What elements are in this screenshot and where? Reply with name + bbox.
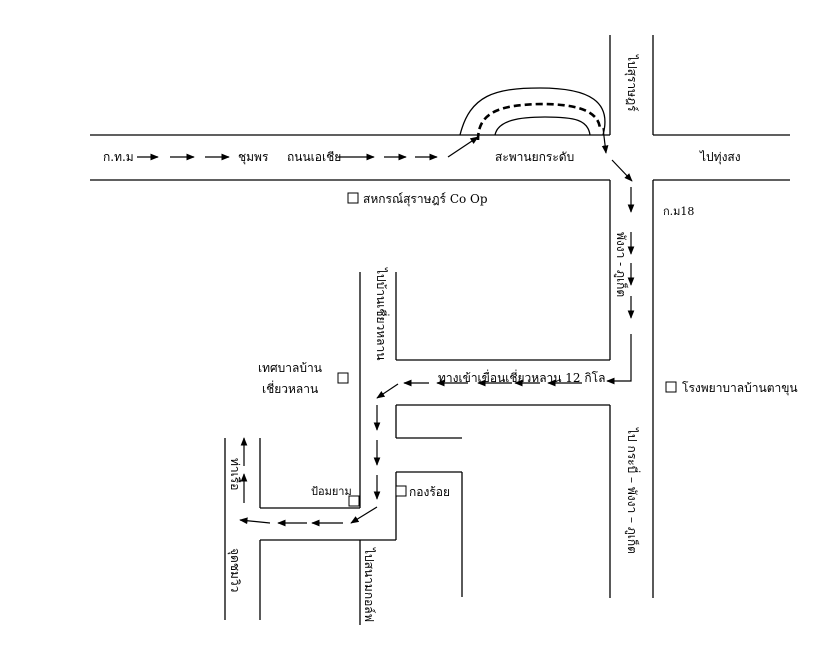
label-hospital: โรงพยาบาลบ้านตาขุน [682,381,798,396]
square-marker-icon [337,372,349,384]
square-marker-icon [395,485,407,497]
label-to-surat: ไปสุราษฎร์ [624,54,639,112]
label-to-krabi-phangnga-phuket: ไป กระบี่ – พังงา – ภูเก็ต [624,427,641,554]
label-co-op: สหกรณ์สุราษฎร์ Co Op [363,192,488,207]
label-asia-highway: ถนนเอเชีย [287,150,341,164]
arrow-icon [447,136,479,158]
label-to-thung-song: ไปทุ่งสง [699,150,741,165]
label-pier: ท่าเรือ [228,458,242,490]
square-marker-icon [348,495,360,507]
label-krabi-bridge: สะพานยกระดับ [495,150,574,164]
label-to-golf-course: ไปสนามกอล์ฟ [362,547,376,622]
label-km18: ก.ม18 [663,205,694,218]
label-chumphon: ชุมพร [238,150,269,165]
square-marker-icon [665,381,677,393]
overpass [459,87,606,141]
route-arrows [137,127,635,527]
label-kong-roi: กองร้อย [409,485,450,499]
label-phang-nga-phuket: พังงา - ภูเก็ต [613,232,629,297]
landmark-markers [337,192,677,507]
overpass-route-dashed [476,102,602,141]
label-police-box: ป้อมยาม [311,485,352,498]
label-bangkok: ก.ท.ม [103,150,134,164]
label-viewpoint: จุดชมวิว [227,548,242,592]
arrow-icon [350,506,378,524]
label-dam-entrance: ทางเข้าเขื่อนเชี่ยวหลาน 12 กิโล [438,369,605,385]
overpass-inner-curve [494,116,591,136]
arrow-icon [376,383,399,399]
overpass-outer-curve [459,87,606,136]
rotated-labels: ไปสุราษฎร์ พังงา - ภูเก็ต ไปบ้านเชี่ยวหล… [227,54,641,622]
arrow-icon [606,334,632,385]
arrow-icon [611,159,633,182]
road-network [90,35,790,625]
map-labels: ก.ท.ม ชุมพร ถนนเอเชีย สะพานยกระดับ ไปทุ่… [103,150,798,499]
arrow-icon [239,517,271,525]
label-to-ban-chiao-lan: ไปบ้านเชี่ยวหลาน [374,267,390,360]
label-municipality-line1: เทศบาลบ้าน [258,361,322,375]
square-marker-icon [347,192,359,204]
arrow-icon [601,127,609,154]
label-municipality-line2: เชี่ยวหลาน [262,380,318,396]
